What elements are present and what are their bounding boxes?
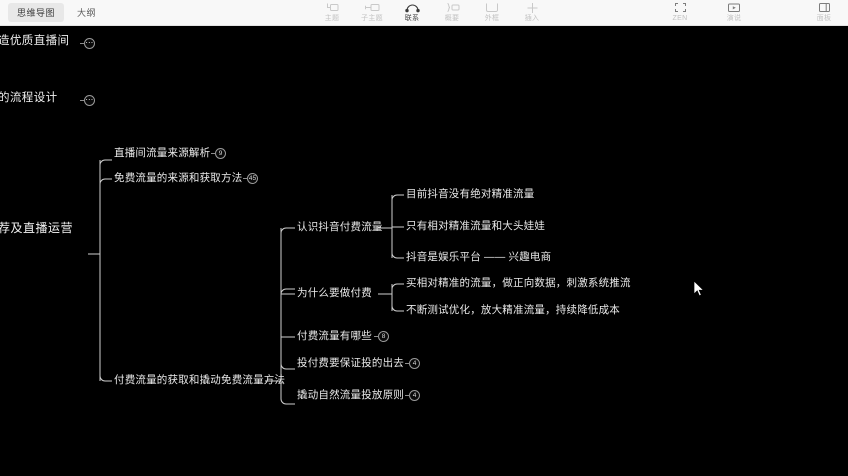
toolbar-label-presentation: 演说 — [726, 15, 742, 22]
insert-plus-icon — [526, 1, 539, 14]
toolbar-button-panel[interactable]: 面板 — [804, 1, 844, 24]
toolbar-center-group: 主题 子主题 — [312, 1, 552, 24]
mindmap-node-group1-child-3[interactable]: 抖音是娱乐平台 —— 兴趣电商 — [406, 251, 552, 263]
mindmap-node-collapsed-1[interactable]: 造优质直播间 — [0, 35, 70, 47]
toolbar-button-subtopic[interactable]: 子主题 — [352, 1, 392, 24]
badge-stub — [243, 178, 248, 179]
frame-icon — [485, 1, 499, 14]
badge-stub — [374, 336, 379, 337]
toolbar-button-zen[interactable]: ZEN — [660, 1, 700, 24]
toolbar-label-topic: 主题 — [324, 15, 340, 22]
count-badge-leaf-1[interactable]: 8 — [374, 331, 389, 342]
relation-icon — [404, 1, 420, 14]
top-toolbar: 思维导图 大纲 主题 — [0, 0, 848, 26]
toolbar-button-summary[interactable]: 概要 — [432, 1, 472, 24]
mindmap-node-group1-child-2[interactable]: 只有相对精准流量和大头娃娃 — [406, 220, 546, 232]
mindmap-node-branch-b[interactable]: 免费流量的来源和获取方法 — [114, 172, 243, 184]
summary-icon — [445, 1, 460, 14]
toolbar-label-summary: 概要 — [444, 15, 460, 22]
mindmap-node-group2-child-2[interactable]: 不断测试优化，放大精准流量，持续降低成本 — [406, 304, 620, 316]
toolbar-label-zen: ZEN — [672, 15, 688, 22]
badge-stub — [80, 100, 85, 101]
toolbar-button-topic[interactable]: 主题 — [312, 1, 352, 24]
tab-outline[interactable]: 大纲 — [77, 8, 97, 18]
mindmap-canvas[interactable]: 造优质直播间 ⋯ 的流程设计 ⋯ 荐及直播运营 直播间流量来源解析 9 免费流量… — [0, 26, 848, 476]
mindmap-node-collapsed-2[interactable]: 的流程设计 — [0, 92, 58, 104]
badge-stub — [405, 395, 410, 396]
mindmap-node-root[interactable]: 荐及直播运营 — [0, 221, 74, 235]
mindmap-node-branch-a[interactable]: 直播间流量来源解析 — [114, 147, 211, 159]
presentation-icon — [727, 1, 741, 14]
toolbar-label-frame: 外框 — [484, 15, 500, 22]
badge-stub — [80, 43, 85, 44]
view-mode-tabs: 思维导图 大纲 — [8, 3, 105, 22]
mindmap-node-leaf-1[interactable]: 付费流量有哪些 — [297, 330, 372, 342]
toolbar-right-group: ZEN 演说 — [660, 1, 754, 24]
count-badge-branch-b[interactable]: 45 — [243, 173, 258, 184]
toolbar-label-insert: 插入 — [524, 15, 540, 22]
mindmap-node-group2-child-1[interactable]: 买相对精准的流量，做正向数据，刺激系统推流 — [406, 277, 631, 289]
badge-stub — [405, 363, 410, 364]
tab-mindmap[interactable]: 思维导图 — [8, 3, 65, 22]
toolbar-right-edge-group: 面板 — [804, 1, 844, 24]
badge-stub — [211, 153, 216, 154]
toolbar-button-frame[interactable]: 外框 — [472, 1, 512, 24]
topic-icon — [326, 1, 339, 14]
count-badge-leaf-2[interactable]: 4 — [405, 358, 420, 369]
mindmap-node-branch-c[interactable]: 付费流量的获取和撬动免费流量方法 — [114, 374, 286, 386]
collapse-badge-1[interactable]: ⋯ — [80, 38, 95, 49]
mindmap-node-group1-child-1[interactable]: 目前抖音没有绝对精准流量 — [406, 188, 535, 200]
mindmap-node-leaf-2[interactable]: 投付费要保证投的出去 — [297, 357, 404, 369]
toolbar-button-relation[interactable]: 联系 — [392, 1, 432, 24]
mindmap-node-leaf-3[interactable]: 撬动自然流量投放原则 — [297, 389, 404, 401]
side-panel-icon — [818, 1, 831, 14]
toolbar-label-relation: 联系 — [404, 15, 420, 22]
zen-mode-icon — [674, 1, 687, 14]
subtopic-icon — [364, 1, 380, 14]
toolbar-button-presentation[interactable]: 演说 — [714, 1, 754, 24]
mindmap-node-group1-title[interactable]: 认识抖音付费流量 — [297, 221, 383, 233]
toolbar-label-subtopic: 子主题 — [361, 15, 383, 22]
mouse-cursor — [693, 280, 705, 303]
toolbar-button-insert[interactable]: 插入 — [512, 1, 552, 24]
mindmap-node-group2-title[interactable]: 为什么要做付费 — [297, 287, 372, 299]
count-badge-branch-a[interactable]: 9 — [211, 148, 226, 159]
toolbar-label-panel: 面板 — [816, 15, 832, 22]
collapse-badge-2[interactable]: ⋯ — [80, 95, 95, 106]
count-badge-leaf-3[interactable]: 4 — [405, 390, 420, 401]
